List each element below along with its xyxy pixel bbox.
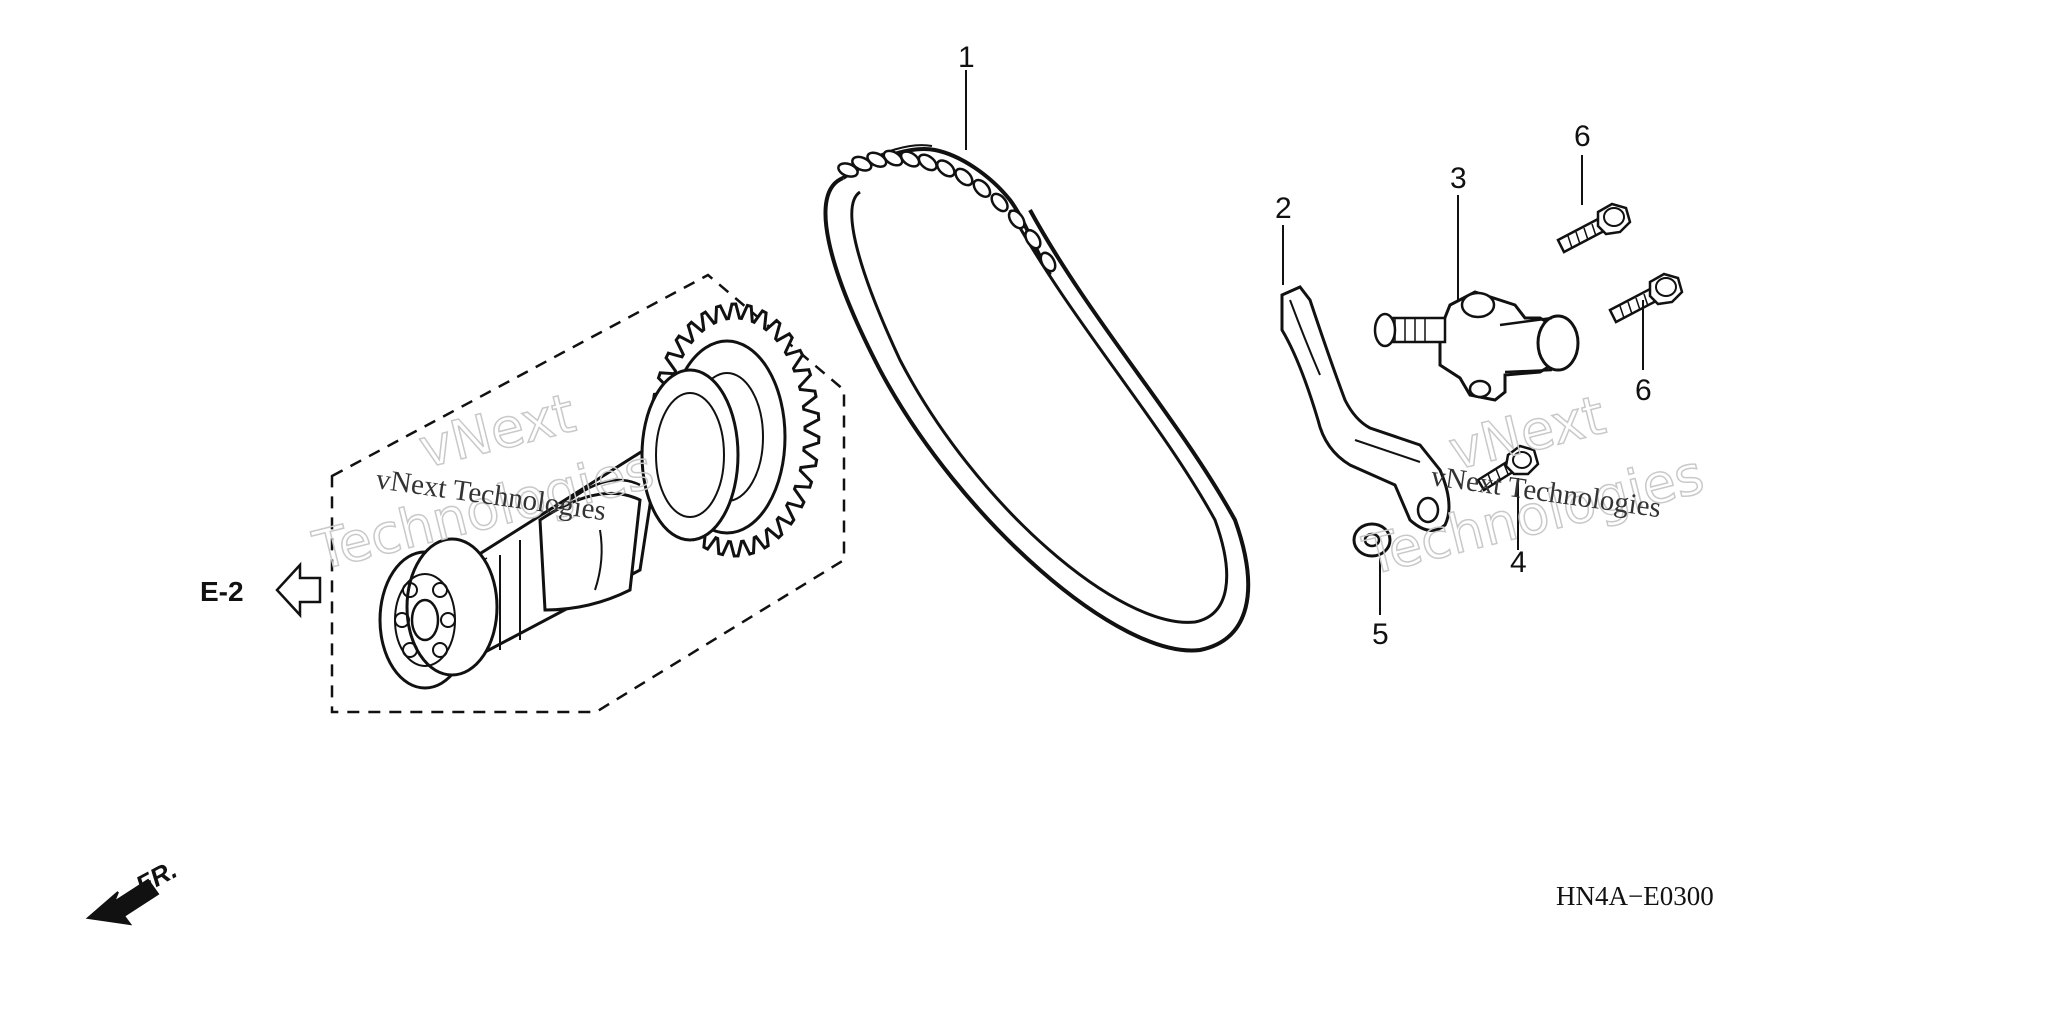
leader-lines — [965, 70, 1644, 615]
callout-numbers: 1 2 3 4 5 6 6 — [958, 41, 1652, 651]
chain-link — [954, 167, 974, 187]
chain-link — [917, 153, 938, 172]
cam-chain — [823, 144, 1251, 653]
callout-3: 3 — [1450, 162, 1467, 195]
chain-link — [866, 151, 888, 168]
chain-link — [935, 159, 956, 178]
chain-link — [837, 162, 859, 178]
callout-6-upper: 6 — [1574, 120, 1591, 153]
callout-4: 4 — [1510, 546, 1527, 579]
washer — [1352, 522, 1392, 558]
callout-2: 2 — [1275, 192, 1292, 225]
chain-link — [1024, 228, 1042, 250]
diagram-reference-code: HN4A−E0300 — [1556, 881, 1714, 911]
watermark-right: vNext Technologies vNext Technologies — [1356, 383, 1710, 589]
chain-link — [1007, 209, 1026, 230]
camshaft-bearing — [378, 537, 499, 690]
callout-1: 1 — [958, 41, 975, 74]
front-arrow-icon — [85, 878, 160, 926]
callout-6-lower: 6 — [1635, 374, 1652, 407]
camshaft-assembly-group — [330, 273, 846, 714]
hollow-arrow-left-icon — [275, 561, 322, 619]
tensioner-lifter — [1373, 290, 1580, 402]
chain-link — [990, 192, 1009, 213]
cross-reference: E-2 — [200, 561, 322, 619]
chain-link — [899, 150, 921, 168]
chain-link — [851, 155, 873, 172]
chain-link — [972, 178, 992, 199]
flange-bolt-upper — [1556, 202, 1632, 254]
flange-bolt-lower — [1608, 272, 1684, 324]
pivot-bolt — [1476, 444, 1540, 492]
cross-reference-label: E-2 — [200, 576, 244, 607]
assembly-dashed-outline — [330, 273, 846, 714]
tensioner-slider — [1280, 285, 1451, 532]
chain-link — [1039, 251, 1057, 273]
camshaft — [468, 368, 740, 663]
front-direction-marker: FR. — [85, 854, 182, 926]
chain-link — [882, 149, 904, 167]
callout-5: 5 — [1372, 618, 1389, 651]
